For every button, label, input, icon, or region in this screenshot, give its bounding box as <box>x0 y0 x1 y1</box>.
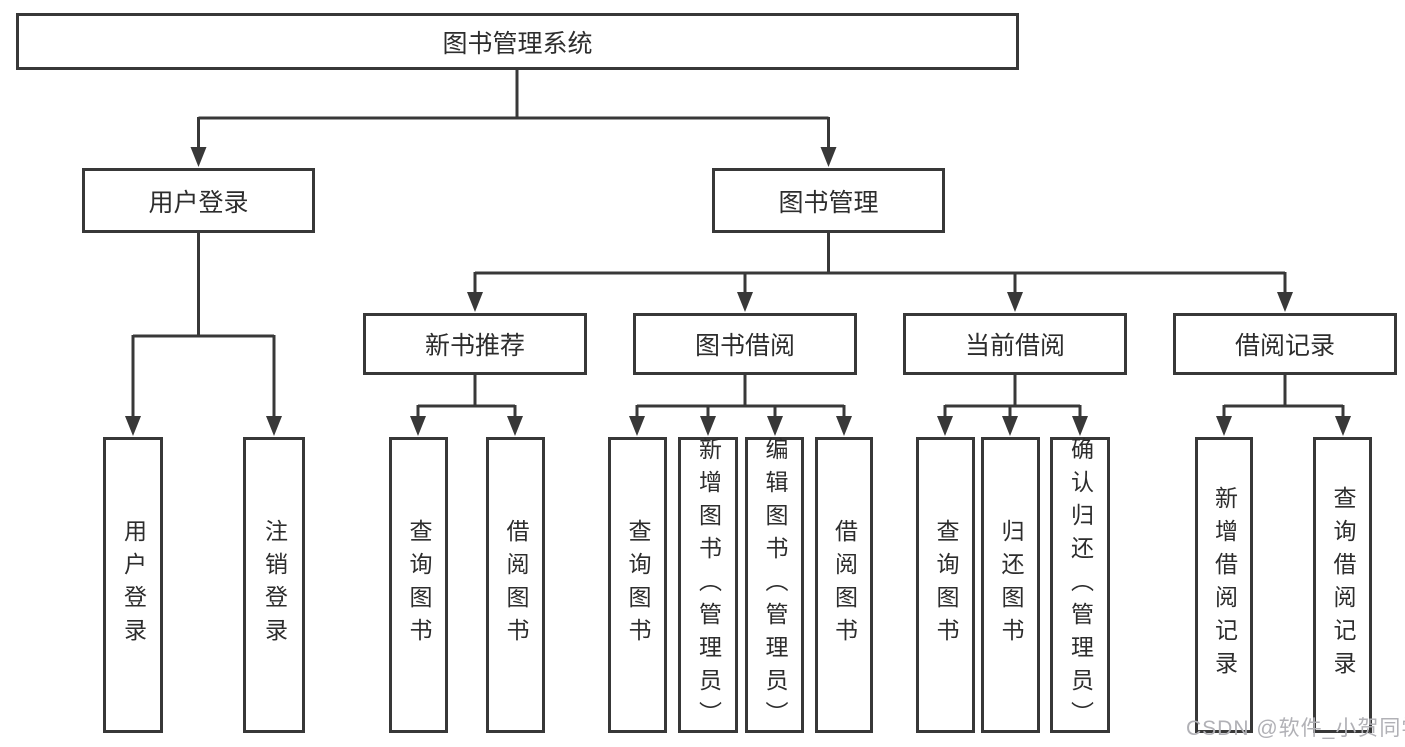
node-user-login-group: 用户登录 <box>82 168 315 233</box>
leaf-query-borrow-record: 查询借阅记录 <box>1313 437 1372 733</box>
leaf-logout-login: 注销登录 <box>243 437 305 733</box>
node-label: 图书借阅 <box>694 332 795 360</box>
leaf-label: 借阅图书 <box>831 519 858 651</box>
leaf-query-books-recommend: 查询图书 <box>389 437 448 733</box>
leaf-borrow-books: 借阅图书 <box>815 437 873 733</box>
leaf-query-books-borrow: 查询图书 <box>608 437 667 733</box>
node-current-borrow: 当前借阅 <box>903 313 1127 375</box>
node-label: 图书管理系统 <box>442 29 593 58</box>
leaf-label: 注销登录 <box>261 519 288 651</box>
leaf-query-books-current: 查询图书 <box>916 437 975 733</box>
leaf-label: 查询图书 <box>933 519 959 651</box>
leaf-label: 编辑图书（管理员） <box>762 436 788 734</box>
node-book-borrow: 图书借阅 <box>633 313 857 375</box>
node-new-book-recommend: 新书推荐 <box>363 313 587 375</box>
leaf-user-login: 用户登录 <box>103 437 163 733</box>
leaf-label: 新增借阅记录 <box>1211 486 1238 684</box>
leaf-add-books-admin: 新增图书（管理员） <box>678 436 738 734</box>
leaf-label: 归还图书 <box>998 519 1024 651</box>
leaf-add-borrow-record: 新增借阅记录 <box>1195 437 1253 733</box>
leaf-label: 查询图书 <box>625 519 651 651</box>
leaf-edit-books-admin: 编辑图书（管理员） <box>745 436 804 734</box>
csdn-watermark: CSDN @软件_小贺同学 <box>1186 717 1405 740</box>
leaf-label: 借阅图书 <box>503 519 529 651</box>
node-root-library-system: 图书管理系统 <box>16 13 1019 70</box>
leaf-label: 新增图书（管理员） <box>695 436 722 734</box>
leaf-return-books: 归还图书 <box>981 437 1040 733</box>
leaf-confirm-return-admin: 确认归还（管理员） <box>1050 436 1110 734</box>
node-label: 用户登录 <box>148 188 249 217</box>
leaf-label: 查询图书 <box>406 519 432 651</box>
leaf-label: 查询借阅记录 <box>1330 486 1356 684</box>
node-label: 图书管理 <box>778 188 879 217</box>
leaf-borrow-books-recommend: 借阅图书 <box>486 437 545 733</box>
leaf-label: 确认归还（管理员） <box>1067 436 1094 734</box>
node-label: 新书推荐 <box>424 332 525 360</box>
node-label: 当前借阅 <box>964 332 1065 360</box>
leaf-label: 用户登录 <box>120 519 147 651</box>
node-label: 借阅记录 <box>1234 332 1335 360</box>
node-borrow-records: 借阅记录 <box>1173 313 1397 375</box>
node-book-management-group: 图书管理 <box>712 168 945 233</box>
